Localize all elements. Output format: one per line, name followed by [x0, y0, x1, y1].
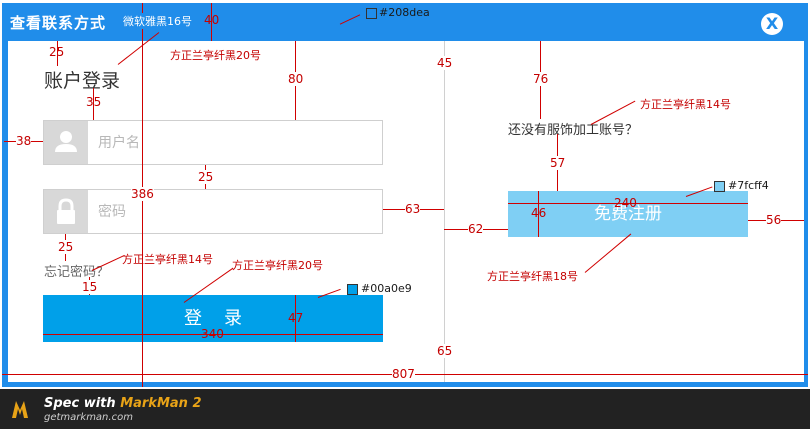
- measure-heading-gap: 35: [86, 95, 102, 109]
- password-field[interactable]: [43, 189, 383, 234]
- measure-field-right: 63: [405, 202, 421, 216]
- lock-icon: [44, 190, 88, 233]
- vertical-divider: [444, 41, 445, 382]
- register-font-note: 方正兰亭纤黑18号: [487, 270, 578, 283]
- measure-prompt-top: 76: [533, 72, 549, 86]
- measure-heading-top: 25: [49, 45, 65, 59]
- measure-pane-top: 45: [437, 56, 453, 70]
- measure-login-height: 47: [288, 311, 304, 325]
- title-color-note: #208dea: [379, 6, 430, 19]
- register-color-swatch: [714, 181, 725, 192]
- register-color-note: #7fcff4: [728, 179, 769, 192]
- register-prompt: 还没有服饰加工账号？: [508, 123, 639, 138]
- forgot-password-link[interactable]: 忘记密码？: [44, 265, 110, 280]
- measure-divider-gap: 62: [468, 222, 484, 236]
- username-field[interactable]: [43, 120, 383, 165]
- measure-left-margin: 38: [16, 134, 32, 148]
- title-font-note: 微软雅黑16号: [123, 13, 192, 29]
- footer-url[interactable]: getmarkman.com: [44, 412, 133, 423]
- user-icon: [44, 121, 88, 164]
- measure-line: [43, 334, 383, 335]
- forgot-font-note: 方正兰亭纤黑14号: [122, 253, 213, 266]
- close-button[interactable]: X: [761, 13, 783, 35]
- username-input[interactable]: [98, 133, 368, 153]
- measure-pane-bottom: 65: [437, 344, 453, 358]
- measure-login-width: 340: [201, 327, 224, 341]
- prompt-font-note: 方正兰亭纤黑14号: [640, 98, 731, 111]
- dialog-title: 查看联系方式: [10, 14, 107, 32]
- measure-line: [508, 203, 748, 204]
- measure-line: [538, 191, 539, 237]
- footer-brand: MarkMan 2: [120, 396, 202, 411]
- measure-forgot-top: 25: [58, 240, 74, 254]
- login-font-note: 方正兰亭纤黑20号: [232, 259, 323, 272]
- measure-register-width: 240: [614, 196, 637, 210]
- measure-line: [57, 41, 58, 66]
- markman-footer: [0, 389, 810, 429]
- measure-line: [211, 3, 212, 41]
- measure-prompt-gap: 57: [550, 156, 566, 170]
- measure-field-gap: 25: [198, 170, 214, 184]
- measure-field-top: 80: [288, 72, 304, 86]
- password-input[interactable]: [98, 202, 368, 222]
- measure-register-right: 56: [766, 213, 782, 227]
- markman-logo-icon: [10, 398, 34, 420]
- measure-register-height: 46: [531, 206, 547, 220]
- login-color-note: #00a0e9: [361, 282, 412, 295]
- measure-forgot-gap: 15: [82, 280, 98, 294]
- login-heading: 账户登录: [44, 70, 121, 92]
- register-button[interactable]: 免费注册: [508, 191, 748, 237]
- measure-line: [295, 295, 296, 342]
- heading-font-note: 方正兰亭纤黑20号: [170, 49, 261, 62]
- measure-form-height: 386: [131, 187, 154, 201]
- title-color-swatch: [366, 8, 377, 19]
- measure-line: [93, 88, 94, 120]
- login-color-swatch: [347, 284, 358, 295]
- footer-title-prefix: Spec with: [44, 396, 121, 411]
- measure-total-width: 807: [392, 367, 415, 381]
- measure-title-height: 40: [204, 13, 220, 27]
- footer-title: Spec with MarkMan 2: [44, 396, 202, 411]
